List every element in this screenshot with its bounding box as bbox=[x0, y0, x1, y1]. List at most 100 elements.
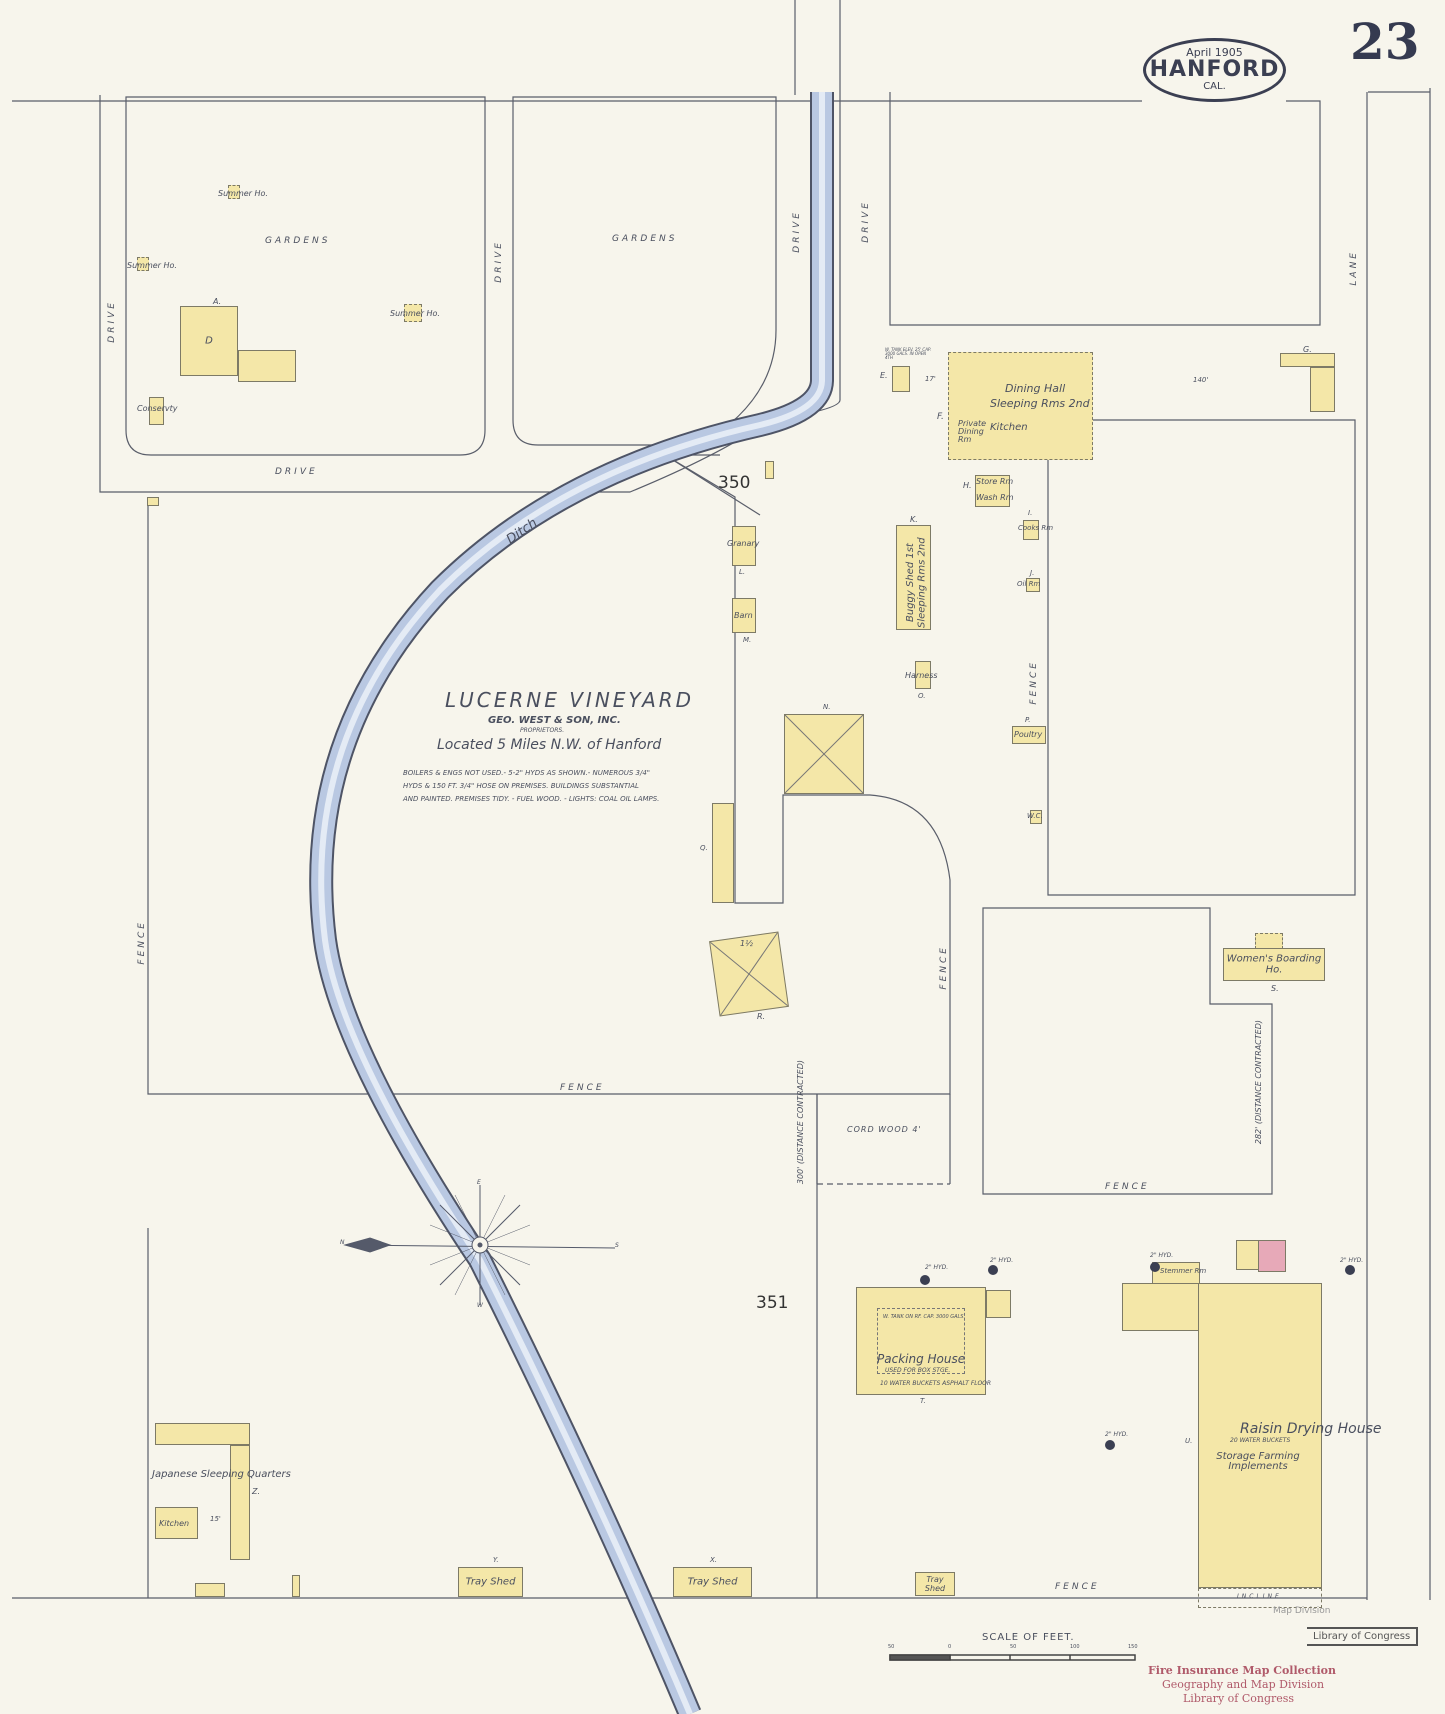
hydrant-5-label: 2" HYD. bbox=[1105, 1431, 1129, 1438]
hydrant-2 bbox=[988, 1265, 998, 1275]
cord-wood-label: CORD WOOD 4' bbox=[847, 1125, 922, 1134]
title-cartouche: April 1905 HANFORD CAL. bbox=[1143, 38, 1286, 102]
distance-contracted-1: 300' (DISTANCE CONTRACTED) bbox=[796, 1060, 805, 1185]
japanese-quarters-label: Japanese Sleeping Quarters bbox=[152, 1469, 291, 1480]
small-building-drive bbox=[147, 497, 159, 506]
hydrant-4-label: 2" HYD. bbox=[1340, 1257, 1364, 1264]
harness-label: Harness bbox=[905, 671, 938, 680]
small-shed-bottom bbox=[195, 1583, 225, 1597]
summer-house-2-label: Summer Ho. bbox=[127, 261, 177, 270]
store-wash-room bbox=[975, 475, 1010, 507]
wc-label: W.C. bbox=[1027, 812, 1043, 820]
packing-house-inner bbox=[877, 1308, 965, 1374]
block-number-351: 351 bbox=[756, 1293, 789, 1313]
proprietors-label: PROPRIETORS. bbox=[520, 727, 565, 734]
building-g-side bbox=[1310, 367, 1335, 412]
letter-t: T. bbox=[920, 1397, 926, 1405]
fence-label-left: FENCE bbox=[137, 920, 147, 965]
small-building-350 bbox=[765, 461, 774, 479]
drive-label-middle: DRIVE bbox=[494, 240, 504, 283]
poultry-house bbox=[1012, 726, 1046, 744]
distance-140: 140' bbox=[1193, 376, 1209, 384]
letter-q: Q. bbox=[700, 844, 708, 852]
loc-stamp: Library of Congress bbox=[1307, 1627, 1419, 1646]
granary bbox=[732, 526, 756, 566]
fence-label-right: FENCE bbox=[1029, 660, 1039, 705]
hydrant-3-label: 2" HYD. bbox=[1150, 1252, 1174, 1259]
tray-shed-3: Tray Shed bbox=[915, 1572, 955, 1596]
letter-y: Y. bbox=[493, 1556, 499, 1564]
hydrant-3 bbox=[1150, 1262, 1160, 1272]
conservatory bbox=[149, 397, 164, 425]
cooks-room-label: Cooks Rm bbox=[1018, 524, 1054, 532]
water-tank-label: W. TANK ELEV. 25' CAP. 3000 GALS. IN OPE… bbox=[885, 347, 932, 360]
sleeping-rooms-label: Sleeping Rms 2nd bbox=[990, 397, 1090, 410]
letter-e: E. bbox=[880, 371, 888, 380]
fence-label-curve: FENCE bbox=[939, 945, 949, 990]
letter-p: P. bbox=[1025, 716, 1031, 724]
city-name: HANFORD bbox=[1149, 57, 1280, 82]
letter-o: O. bbox=[918, 692, 926, 700]
building-q bbox=[712, 803, 734, 903]
drive-label-ditch: DRIVE bbox=[792, 210, 802, 253]
property-title: LUCERNE VINEYARD bbox=[445, 688, 695, 712]
water-tank-e bbox=[892, 366, 910, 392]
state-name: CAL. bbox=[1203, 81, 1226, 92]
granary-label: Granary bbox=[727, 539, 760, 548]
building-r-label: 1½ bbox=[740, 939, 753, 948]
collection-stamp-3: Library of Congress bbox=[1183, 1692, 1295, 1705]
summer-house-2 bbox=[137, 257, 149, 271]
raisin-buckets: 20 WATER BUCKETS bbox=[1230, 1437, 1291, 1444]
packing-house-office bbox=[986, 1290, 1011, 1318]
gardens-label-1: GARDENS bbox=[265, 236, 331, 246]
summer-house-1-label: Summer Ho. bbox=[218, 189, 268, 198]
scale-title: SCALE OF FEET. bbox=[982, 1632, 1075, 1643]
proprietors: GEO. WEST & SON, INC. bbox=[488, 715, 621, 726]
scale-tick-150: 150 bbox=[1128, 1644, 1138, 1650]
buggy-shed: Buggy Shed 1st Sleeping Rms 2nd bbox=[896, 525, 931, 630]
packing-house bbox=[856, 1287, 986, 1395]
scale-tick-50-left: 50 bbox=[888, 1644, 895, 1650]
storage-label: Storage Farming Implements bbox=[1216, 1451, 1300, 1472]
collection-stamp-2: Geography and Map Division bbox=[1162, 1678, 1325, 1691]
packing-house-use: USED FOR BOX STGE. bbox=[885, 1367, 951, 1374]
compass-w: W bbox=[477, 1302, 483, 1309]
summer-house-3 bbox=[404, 304, 422, 322]
hydrant-2-label: 2" HYD. bbox=[990, 1257, 1014, 1264]
barn bbox=[732, 598, 756, 633]
private-dining-label: Private Dining Rm bbox=[958, 419, 987, 444]
distance-15: 15' bbox=[210, 1515, 221, 1523]
cooks-room bbox=[1023, 520, 1039, 540]
letter-r: R. bbox=[757, 1012, 766, 1021]
fence-label-bottom: FENCE bbox=[1055, 1582, 1100, 1592]
wash-room-label: Wash Rm bbox=[976, 493, 1014, 502]
incline-label: INCLINE bbox=[1237, 1593, 1282, 1600]
kitchen-z bbox=[155, 1507, 198, 1539]
hydrant-1 bbox=[920, 1275, 930, 1285]
property-notes-3: AND PAINTED. PREMISES TIDY. - FUEL WOOD.… bbox=[403, 795, 660, 803]
gardens-label-2: GARDENS bbox=[612, 234, 678, 244]
drive-label-bottom: DRIVE bbox=[275, 467, 318, 477]
scale-tick-100: 100 bbox=[1070, 1644, 1080, 1650]
property-notes-1: BOILERS & ENGS NOT USED.- 5-2" HYDS AS S… bbox=[403, 769, 651, 777]
small-post-bottom bbox=[292, 1575, 300, 1597]
property-notes-2: HYDS & 150 FT. 3/4" HOSE ON PREMISES. BU… bbox=[403, 782, 639, 790]
hydrant-4 bbox=[1345, 1265, 1355, 1275]
collection-stamp-1: Fire Insurance Map Collection bbox=[1148, 1664, 1336, 1677]
womens-boarding-house: Women's Boarding Ho. bbox=[1223, 948, 1325, 981]
map-date: April 1905 bbox=[1186, 46, 1243, 59]
letter-m: M. bbox=[743, 636, 752, 644]
scale-bar bbox=[889, 1654, 1136, 1661]
letter-f: F. bbox=[937, 412, 944, 422]
building-n bbox=[784, 714, 864, 794]
kitchen-z-label: Kitchen bbox=[159, 1519, 190, 1528]
hydrant-5 bbox=[1105, 1440, 1115, 1450]
drive-label-left: DRIVE bbox=[107, 300, 117, 343]
compass-rose bbox=[343, 1185, 616, 1305]
scale-tick-50: 50 bbox=[1010, 1644, 1017, 1650]
letter-l: L. bbox=[739, 568, 746, 576]
letter-i: I. bbox=[1028, 509, 1033, 517]
letter-j: J. bbox=[1030, 569, 1035, 577]
dining-hall bbox=[948, 352, 1093, 460]
